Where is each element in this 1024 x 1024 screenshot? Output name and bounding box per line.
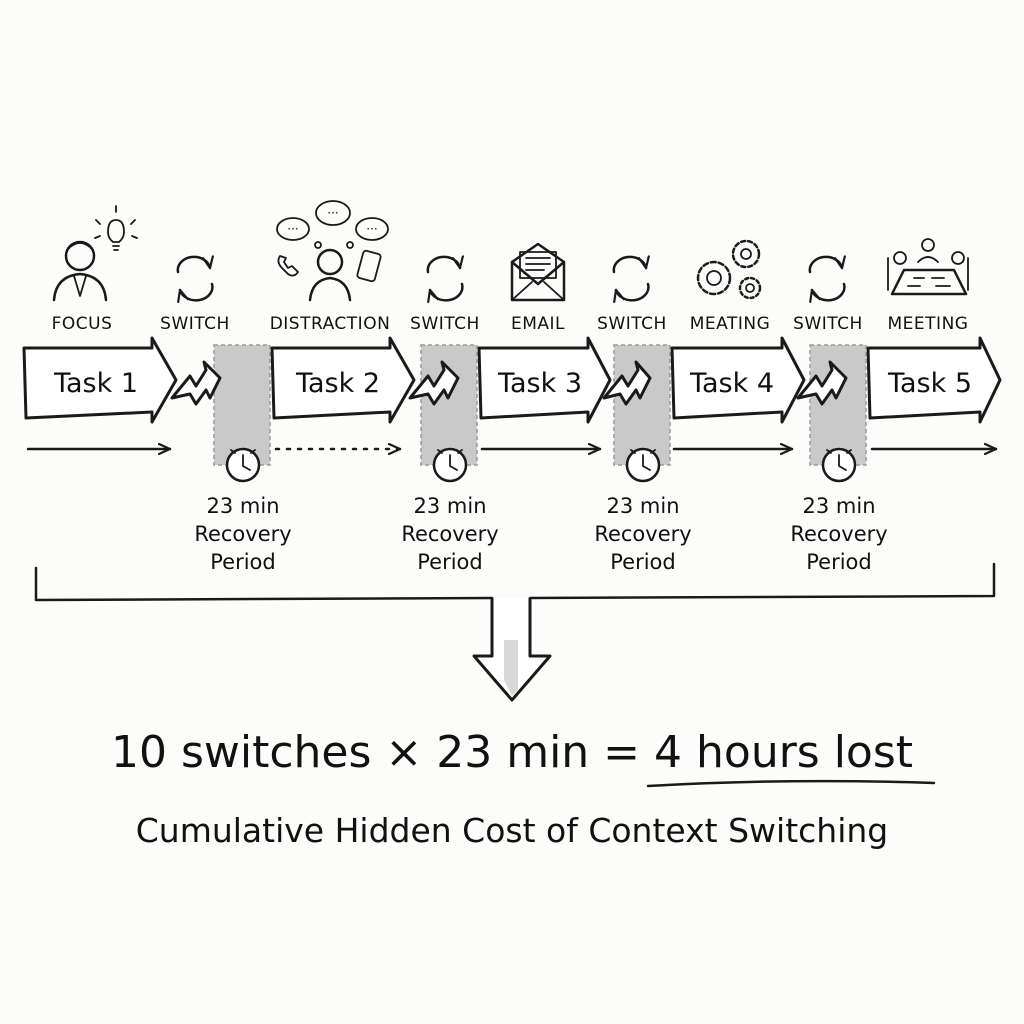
svg-text:···: ··· xyxy=(327,206,338,220)
recovery-band xyxy=(213,344,271,466)
stage-label-switch: SWITCH xyxy=(160,314,230,334)
svg-text:23 min: 23 min xyxy=(414,494,487,518)
svg-text:Recovery: Recovery xyxy=(194,522,291,546)
summary-bracket xyxy=(34,562,996,602)
switch-arrows-icon xyxy=(426,257,463,300)
svg-text:Period: Period xyxy=(210,550,275,574)
task-label: Task 4 xyxy=(689,368,774,399)
svg-text:Recovery: Recovery xyxy=(594,522,691,546)
stage-label-focus: FOCUS xyxy=(52,314,113,334)
person-lightbulb-icon xyxy=(52,205,138,302)
subtitle: Cumulative Hidden Cost of Context Switch… xyxy=(136,811,888,850)
clock-icon xyxy=(225,447,261,483)
clock-icon xyxy=(432,447,468,483)
switch-arrows-icon xyxy=(808,257,845,300)
switch-arrows-icon xyxy=(176,257,213,300)
recovery-label: 23 min Recovery Period xyxy=(594,494,691,574)
thought-bubbles-phone-icon: ··· ··· ··· xyxy=(276,200,389,302)
recovery-label: 23 min Recovery Period xyxy=(194,494,291,574)
stage-label-switch: SWITCH xyxy=(597,314,667,334)
equation-highlight: 4 hours lost xyxy=(654,727,913,778)
recovery-label: 23 min Recovery Period xyxy=(790,494,887,574)
lightning-switch-arrow xyxy=(602,360,652,406)
svg-text:Period: Period xyxy=(806,550,871,574)
task-arrow xyxy=(670,336,806,424)
lightning-switch-arrow xyxy=(408,360,460,406)
svg-text:23 min: 23 min xyxy=(607,494,680,518)
lightning-switch-arrow xyxy=(170,360,222,406)
task-label: Task 3 xyxy=(497,368,582,399)
task-label: Task 5 xyxy=(887,368,972,399)
stage-label-distraction: DISTRACTION xyxy=(270,314,391,334)
stage-label-email: EMAIL xyxy=(511,314,565,334)
recovery-label: 23 min Recovery Period xyxy=(401,494,498,574)
envelope-icon xyxy=(510,242,566,302)
arrow-shading xyxy=(504,640,518,696)
cost-equation: 10 switches × 23 min = 4 hours lost xyxy=(111,727,913,778)
svg-text:Period: Period xyxy=(610,550,675,574)
svg-text:23 min: 23 min xyxy=(803,494,876,518)
stage-label-meating: MEATING xyxy=(690,314,771,334)
meeting-table-icon xyxy=(887,238,969,296)
gears-icon xyxy=(696,239,762,300)
task-arrow xyxy=(477,336,612,424)
svg-text:Recovery: Recovery xyxy=(401,522,498,546)
svg-text:···: ··· xyxy=(366,222,377,236)
task-arrow xyxy=(270,336,416,424)
task-label: Task 1 xyxy=(53,368,138,399)
switch-arrows-icon xyxy=(612,257,649,300)
task-arrow xyxy=(866,336,1002,424)
stage-label-switch: SWITCH xyxy=(410,314,480,334)
svg-text:23 min: 23 min xyxy=(207,494,280,518)
task-arrow xyxy=(22,336,178,424)
recovery-band xyxy=(613,344,671,466)
svg-text:Period: Period xyxy=(417,550,482,574)
svg-text:Recovery: Recovery xyxy=(790,522,887,546)
svg-text:···: ··· xyxy=(287,222,298,236)
task-label: Task 2 xyxy=(295,368,380,399)
recovery-band xyxy=(809,344,867,466)
equation-left: 10 switches × 23 min = xyxy=(111,727,654,778)
lightning-switch-arrow xyxy=(796,360,848,406)
recovery-band xyxy=(420,344,478,466)
clock-icon xyxy=(625,447,661,483)
stage-label-meeting: MEETING xyxy=(888,314,969,334)
clock-icon xyxy=(821,447,857,483)
stage-label-switch: SWITCH xyxy=(793,314,863,334)
highlight-underline xyxy=(646,779,936,788)
